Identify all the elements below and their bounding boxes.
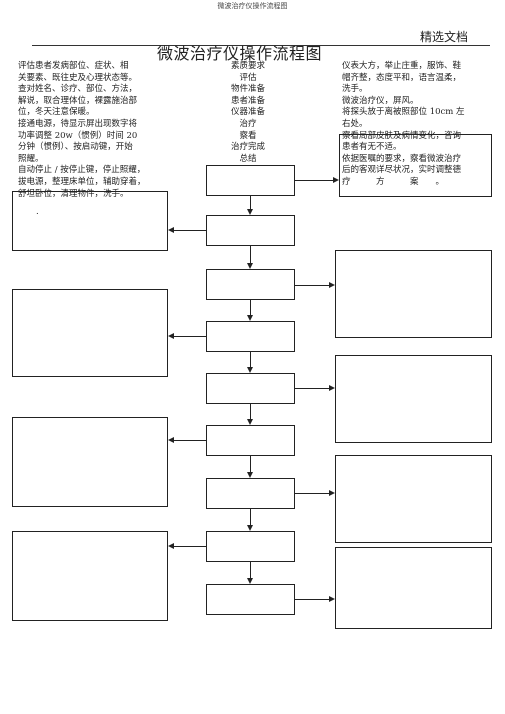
arrow-down-icon — [247, 367, 253, 373]
connector — [295, 599, 329, 600]
left-line: 评估患者发病部位、症状、相 — [18, 61, 129, 71]
connector — [250, 404, 251, 419]
right-line: 将探头放于离被照部位 10cm 左 — [342, 107, 465, 118]
flow-box-9 — [206, 584, 295, 615]
left-line: 拔电源，整理床单位，辅助穿着， — [18, 176, 146, 187]
right-line: 仪表大方，举止庄重，服饰、鞋 — [342, 61, 462, 71]
left-box-1 — [12, 191, 168, 251]
center-step: 治疗 — [239, 118, 257, 129]
stray-mark: . — [36, 207, 39, 217]
arrow-down-icon — [247, 419, 253, 425]
right-line: 微波治疗仪，屏风。 — [342, 95, 419, 106]
flow-box-8 — [206, 531, 295, 562]
right-line: 右处。 — [342, 118, 368, 129]
flow-box-4 — [206, 321, 295, 352]
right-box-top — [339, 134, 492, 197]
arrow-down-icon — [247, 315, 253, 321]
center-step: 总结 — [239, 153, 257, 164]
right-line: 察看局部皮肤及病情变化，咨询 — [342, 130, 462, 141]
flow-box-1 — [206, 165, 295, 196]
left-instructions: 评估患者发病部位、症状、相 关要素、既往史及心理状态等。 查对姓名、诊疗、部位、… — [18, 61, 168, 200]
left-line: 分钟（惯例）、按启动键，开始 — [18, 142, 133, 153]
arrow-right-icon — [329, 282, 335, 288]
connector — [250, 352, 251, 367]
center-step: 患者准备 — [230, 95, 265, 106]
left-line: 照耀。 — [18, 153, 44, 164]
header-rule — [32, 45, 490, 46]
right-box-5 — [335, 547, 492, 629]
center-step: 评估 — [239, 72, 257, 83]
connector — [250, 196, 251, 209]
page-header: 微波治疗仪操作流程图 — [217, 2, 288, 10]
arrow-left-icon — [168, 543, 174, 549]
center-step: 物件准备 — [230, 84, 265, 95]
connector — [295, 285, 329, 286]
right-line: 帽齐整，态度平和，语言温柔， — [342, 72, 462, 83]
arrow-down-icon — [247, 263, 253, 269]
right-line: 依据医嘱的要求，察看微波治疗 — [342, 153, 462, 164]
arrow-left-icon — [168, 227, 174, 233]
arrow-down-icon — [247, 472, 253, 478]
flow-box-6 — [206, 425, 295, 456]
arrow-down-icon — [247, 209, 253, 215]
center-step: 察看 — [239, 130, 257, 141]
flow-box-5 — [206, 373, 295, 404]
center-steps: 素质要求 评估 物件准备 患者准备 仪器准备 治疗 察看 治疗完成 总结 — [222, 61, 274, 165]
right-instructions: 仪表大方，举止庄重，服饰、鞋 帽齐整，态度平和，语言温柔， 洗手。 微波治疗仪，… — [342, 61, 490, 189]
connector — [174, 440, 206, 441]
arrow-right-icon — [329, 596, 335, 602]
connector — [250, 456, 251, 472]
arrow-down-icon — [247, 578, 253, 584]
right-line: 患者有无不适。 — [342, 142, 402, 153]
arrow-down-icon — [247, 525, 253, 531]
right-box-4 — [335, 455, 492, 543]
right-box-2 — [335, 250, 492, 338]
left-line: 关要素、既往史及心理状态等。 — [18, 72, 138, 83]
right-line: 后的客观详尽状况，实时调整德 — [342, 165, 462, 176]
right-box-3 — [335, 355, 492, 443]
document-title: 微波治疗仪操作流程图 — [157, 44, 323, 63]
left-line: 舒坦卧位，清理物件，洗手。 — [18, 188, 129, 199]
left-line: 功率调整 20w（惯例）时间 20 — [18, 130, 138, 141]
arrow-left-icon — [168, 333, 174, 339]
connector — [250, 509, 251, 525]
connector — [250, 562, 251, 578]
connector — [250, 246, 251, 263]
left-line: 位，冬天注意保暖。 — [18, 107, 95, 118]
arrow-left-icon — [168, 437, 174, 443]
connector — [174, 336, 206, 337]
connector — [295, 180, 333, 181]
connector — [295, 493, 329, 494]
arrow-right-icon — [329, 490, 335, 496]
right-line: 疗 方 案 。 — [342, 176, 445, 187]
corner-label: 精选文档 — [420, 30, 469, 44]
left-line: 接通电源，待显示屏出现数字将 — [18, 118, 138, 129]
left-box-4 — [12, 531, 168, 621]
left-box-2 — [12, 289, 168, 377]
flow-box-2 — [206, 215, 295, 246]
connector — [250, 300, 251, 315]
center-step: 治疗完成 — [230, 142, 265, 153]
connector — [174, 230, 206, 231]
arrow-right-icon — [329, 385, 335, 391]
left-line: 自动停止 / 按停止键，停止照耀， — [18, 165, 146, 176]
right-line: 洗手。 — [342, 84, 368, 95]
left-box-3 — [12, 417, 168, 507]
left-line: 解说，取合理体位，裸露施治部 — [18, 95, 138, 106]
connector — [174, 546, 206, 547]
left-line: 查对姓名、诊疗、部位、方法， — [18, 84, 138, 95]
arrow-right-icon — [333, 177, 339, 183]
center-step: 仪器准备 — [230, 107, 265, 118]
center-step: 素质要求 — [230, 61, 265, 71]
flow-box-7 — [206, 478, 295, 509]
connector — [295, 388, 329, 389]
flow-box-3 — [206, 269, 295, 300]
